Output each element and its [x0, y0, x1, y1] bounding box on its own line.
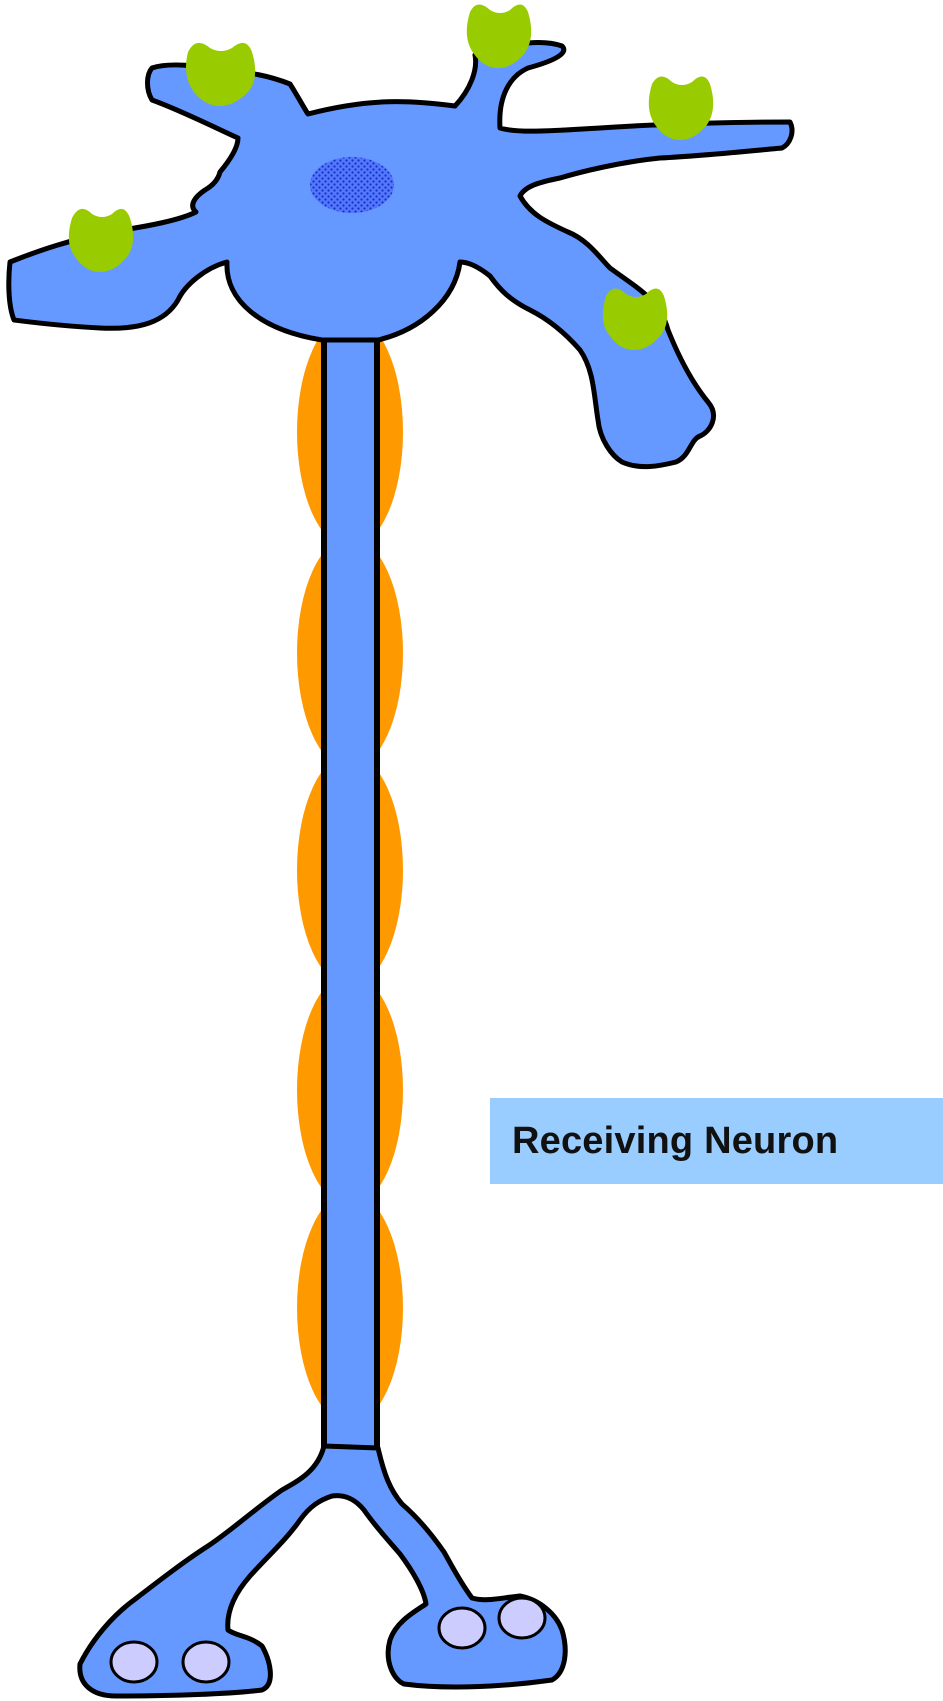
vesicle-2: [183, 1642, 229, 1682]
vesicle-4: [499, 1598, 545, 1638]
vesicle-3: [439, 1608, 485, 1648]
receiving-neuron-label-box: Receiving Neuron: [490, 1098, 943, 1184]
vesicle-1: [111, 1642, 157, 1682]
nucleus: [310, 157, 394, 213]
receiving-neuron-label: Receiving Neuron: [512, 1120, 838, 1163]
axon: [322, 336, 378, 1448]
